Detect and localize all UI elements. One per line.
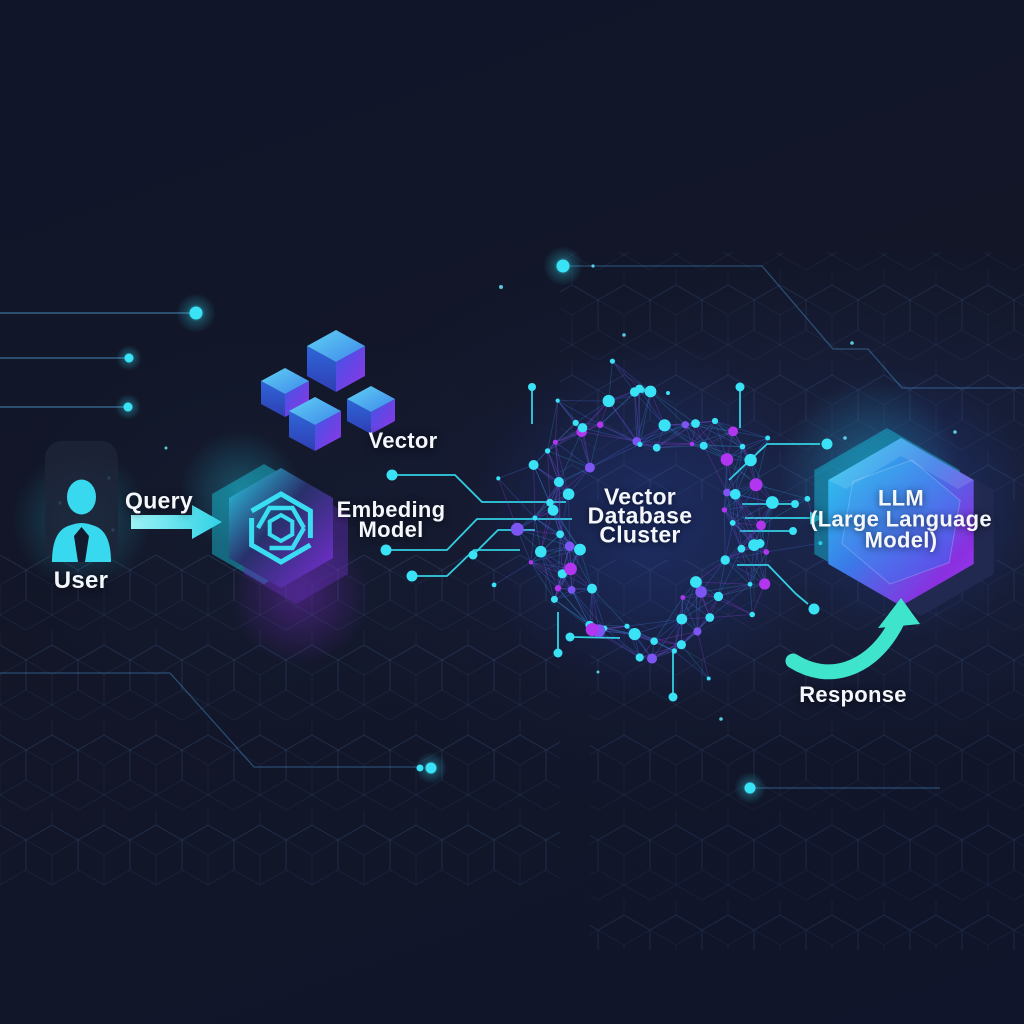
circuit-dots: [58, 246, 957, 804]
llm-hexagon-icon: [814, 428, 994, 616]
llm-label: LLM (Large Language Model): [810, 485, 992, 553]
user-icon: [45, 441, 118, 562]
user-label: User: [53, 567, 109, 594]
cluster-label: Vector Database Cluster: [587, 483, 693, 548]
response-arrow-icon: [785, 598, 920, 680]
embedding-model-icon: [212, 464, 348, 604]
query-label: Query: [125, 487, 193, 514]
vector-label: Vector: [368, 428, 438, 453]
hexagon-grid-pattern: [0, 252, 1024, 950]
response-label: Response: [799, 682, 907, 707]
query-arrow-icon: [131, 505, 222, 539]
vector-cubes-icon: [261, 330, 395, 451]
vector-database-cluster-icon: [491, 358, 823, 681]
embedding-model-label: Embeding Model: [336, 497, 446, 542]
user-tie: [74, 527, 89, 562]
